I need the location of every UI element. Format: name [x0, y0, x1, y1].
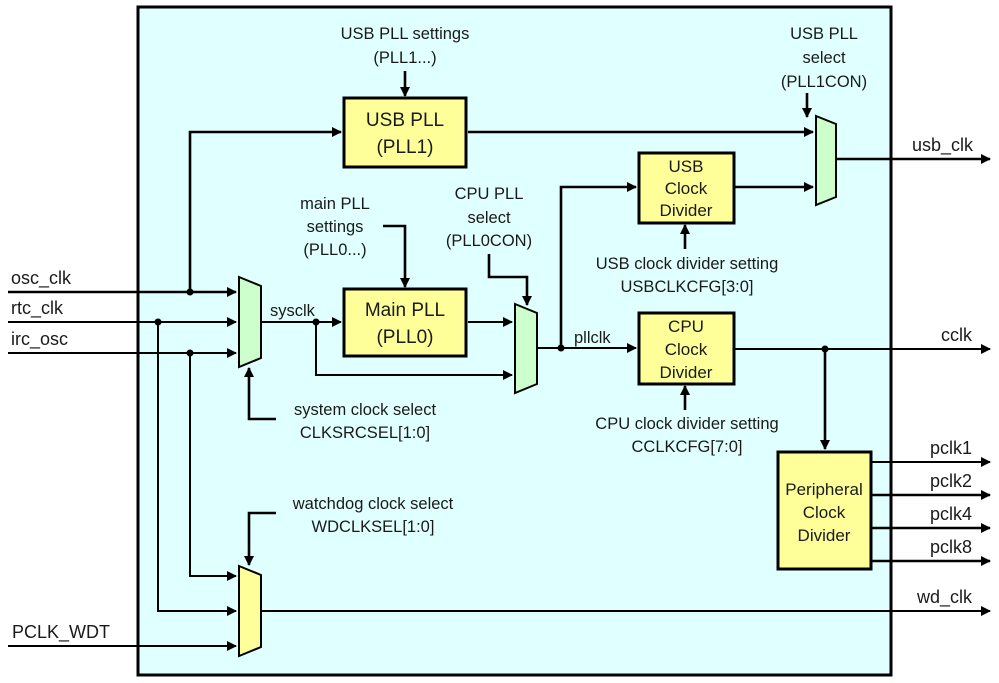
cpu-divider-label-2: Clock: [665, 340, 708, 359]
usb-pll-sublabel: (PLL1): [376, 137, 433, 158]
osc-clk-label: osc_clk: [11, 268, 72, 289]
cpu-divider-label-1: CPU: [668, 317, 704, 336]
cpu-pll-select-label-2: select: [467, 209, 511, 227]
system-clock-select-label: system clock select: [294, 401, 437, 419]
cclk-label: cclk: [941, 325, 973, 345]
cpu-pll-select-register: (PLL0CON): [446, 232, 532, 250]
usb-divider-label-3: Divider: [660, 201, 713, 220]
cpu-pll-select-label-1: CPU PLL: [455, 185, 524, 203]
main-pll-sublabel: (PLL0): [376, 327, 433, 348]
cpu-clock-divider-block: CPU Clock Divider: [637, 311, 736, 386]
usb-clock-divider-block: USB Clock Divider: [637, 151, 736, 225]
peripheral-divider-label-1: Peripheral: [785, 480, 863, 499]
watchdog-clock-mux: [238, 564, 262, 658]
junction-dot: [186, 349, 194, 357]
clksrcsel-arrow: [244, 367, 276, 421]
rtc-clk-label: rtc_clk: [11, 298, 64, 319]
irc-osc-label: irc_osc: [11, 329, 68, 350]
pclk8-label: pclk8: [930, 537, 972, 557]
pclk4-label: pclk4: [930, 504, 972, 524]
watchdog-clock-select-register: WDCLKSEL[1:0]: [312, 518, 435, 536]
osc-to-usb-pll-wire: [188, 127, 342, 292]
usb-divider-label-1: USB: [669, 157, 704, 176]
main-pll-settings-label-1: main PLL: [300, 195, 370, 213]
usb-pll-select-label-2: select: [802, 49, 846, 67]
main-pll-settings-label-2: settings: [307, 218, 364, 236]
cpu-divider-label-3: Divider: [660, 363, 713, 382]
system-clock-mux: [238, 275, 262, 369]
pclk-wdt-label: PCLK_WDT: [12, 622, 110, 643]
sysclk-bypass-wire: [315, 322, 513, 380]
pclk1-label: pclk1: [930, 438, 972, 458]
usb-divider-setting-label: USB clock divider setting: [596, 255, 779, 273]
irc-to-wd-mux-wire: [189, 353, 237, 581]
usb-clk-label: usb_clk: [912, 135, 974, 156]
system-clock-select-register: CLKSRCSEL[1:0]: [300, 424, 430, 442]
cpu-divider-setting-register: CCLKCFG[7:0]: [632, 438, 743, 456]
usb-pll-select-label-1: USB PLL: [790, 25, 858, 43]
usb-pll-label: USB PLL: [366, 110, 444, 131]
pllclk-to-usb-div-wire: [559, 182, 637, 348]
wdclksel-arrow: [244, 511, 276, 566]
usb-pll-settings-label: USB PLL settings: [341, 25, 470, 43]
watchdog-clock-select-label: watchdog clock select: [292, 495, 454, 513]
pclk2-label: pclk2: [930, 471, 972, 491]
cpu-divider-setting-label: CPU clock divider setting: [595, 415, 778, 433]
usb-divider-label-2: Clock: [665, 179, 708, 198]
rtc-to-wd-mux-wire: [157, 322, 237, 616]
usb-divider-setting-register: USBCLKCFG[3:0]: [621, 278, 754, 296]
peripheral-clock-divider-block: Peripheral Clock Divider: [776, 450, 873, 571]
wd-clk-label: wd_clk: [916, 587, 973, 608]
pll0-settings-arrow: [383, 224, 410, 288]
peripheral-divider-label-3: Divider: [798, 526, 851, 545]
pll0con-arrow: [487, 254, 532, 306]
cpu-pll-mux: [514, 302, 538, 395]
usb-pll-block: USB PLL (PLL1): [342, 96, 468, 169]
pllclk-label: pllclk: [574, 329, 611, 347]
main-pll-label: Main PLL: [365, 300, 445, 321]
main-pll-block: Main PLL (PLL0): [342, 287, 468, 358]
sysclk-label: sysclk: [270, 302, 316, 320]
junction-dot: [154, 318, 162, 326]
main-pll-settings-register: (PLL0...): [303, 241, 366, 259]
usb-pll-mux: [815, 114, 837, 207]
usb-pll-settings-register: (PLL1...): [373, 49, 436, 67]
peripheral-divider-label-2: Clock: [803, 503, 846, 522]
junction-dot: [186, 288, 194, 296]
usb-pll-select-register: (PLL1CON): [781, 73, 867, 91]
